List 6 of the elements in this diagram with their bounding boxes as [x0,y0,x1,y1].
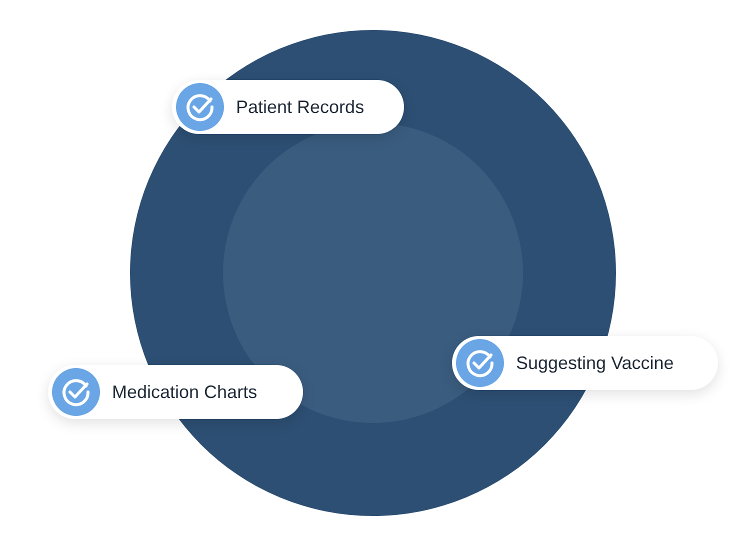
label-pill [48,365,303,419]
pill-text: Medication Charts [112,380,258,404]
pill-text: Patient Records [236,96,364,118]
label-pill [172,80,404,134]
label-pill [452,336,718,390]
pill-text: Suggesting Vaccine [516,352,674,375]
